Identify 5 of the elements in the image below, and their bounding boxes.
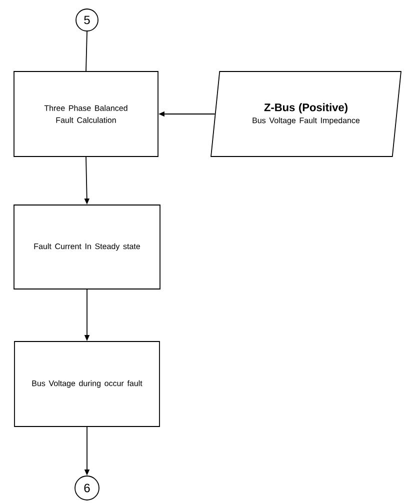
process-box: Three Phase Balanced Fault Calculation [14,71,158,157]
input-parallelogram: Z-Bus (Positive) Bus Voltage Fault Impedance [210,71,402,157]
process-box: Bus Voltage during occur fault [14,341,160,427]
connector-line [86,31,88,72]
process-box: Fault Current In Steady state [14,204,160,290]
